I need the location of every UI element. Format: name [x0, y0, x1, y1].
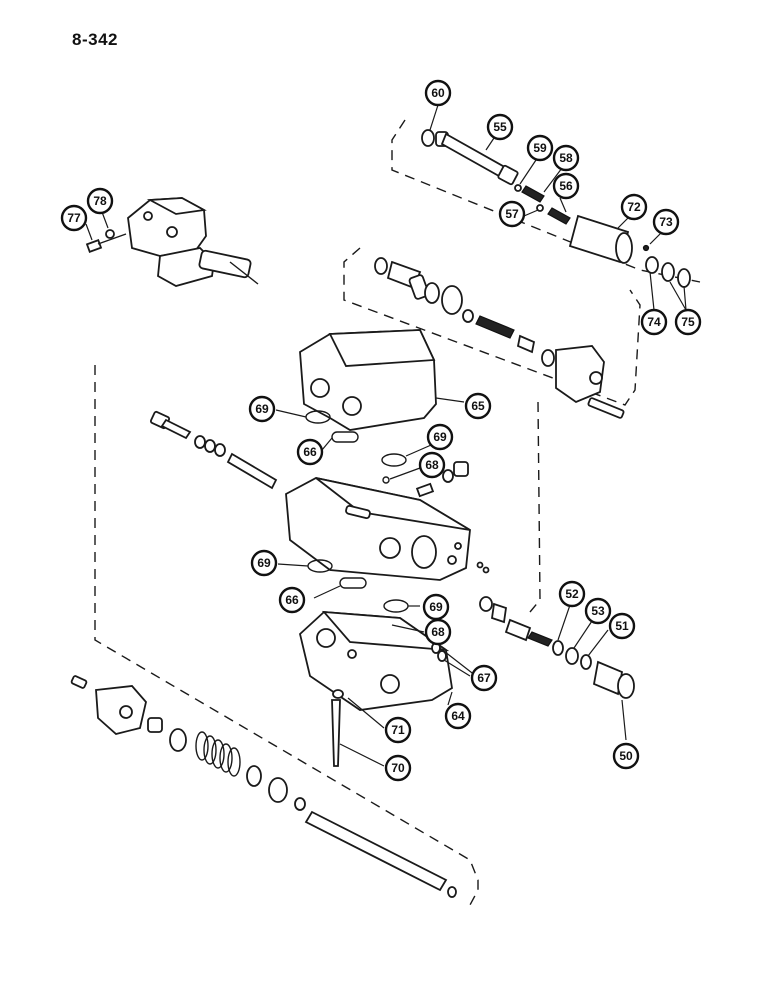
callout-69-b: 69 — [426, 423, 454, 451]
svg-text:74: 74 — [647, 315, 661, 329]
callout-60: 60 — [424, 79, 452, 107]
callout-59: 59 — [526, 134, 554, 162]
callout-74: 74 — [640, 308, 668, 336]
callout-65: 65 — [464, 392, 492, 420]
svg-text:59: 59 — [533, 141, 547, 155]
svg-text:72: 72 — [627, 200, 641, 214]
main-valve-body — [285, 477, 490, 581]
valve-cover-65 — [299, 329, 437, 431]
svg-text:60: 60 — [431, 86, 445, 100]
callout-73: 73 — [652, 208, 680, 236]
svg-text:55: 55 — [493, 120, 507, 134]
group-outline-middle — [343, 247, 641, 406]
svg-text:70: 70 — [391, 761, 405, 775]
svg-text:50: 50 — [619, 749, 633, 763]
svg-text:52: 52 — [565, 587, 579, 601]
callout-78: 78 — [86, 187, 114, 215]
svg-text:66: 66 — [303, 445, 317, 459]
callout-51: 51 — [608, 612, 636, 640]
svg-text:75: 75 — [681, 315, 695, 329]
callout-64: 64 — [444, 702, 472, 730]
base-plate-64 — [299, 610, 453, 767]
svg-text:68: 68 — [431, 625, 445, 639]
callout-69-d: 69 — [422, 593, 450, 621]
top-spool-group — [421, 129, 691, 288]
callout-53: 53 — [584, 597, 612, 625]
svg-text:64: 64 — [451, 709, 465, 723]
svg-text:71: 71 — [391, 723, 405, 737]
svg-text:66: 66 — [285, 593, 299, 607]
svg-text:69: 69 — [257, 556, 271, 570]
right-plunger-parts — [479, 596, 635, 699]
svg-text:69: 69 — [255, 402, 269, 416]
callout-67: 67 — [470, 664, 498, 692]
bottom-spool-group — [70, 675, 457, 898]
group-outline-large-right — [529, 401, 541, 613]
plug-parts — [415, 461, 469, 498]
svg-text:69: 69 — [429, 600, 443, 614]
callout-68-a: 68 — [418, 451, 446, 479]
left-small-parts — [149, 410, 278, 490]
callout-58: 58 — [552, 144, 580, 172]
svg-text:68: 68 — [425, 458, 439, 472]
callout-56: 56 — [552, 172, 580, 200]
group-outline-top — [391, 119, 701, 283]
assembled-valve-inset — [85, 197, 259, 287]
svg-text:77: 77 — [67, 211, 81, 225]
leader-lines — [85, 104, 687, 767]
coil-spring — [195, 731, 241, 777]
callout-72: 72 — [620, 193, 648, 221]
callout-71: 71 — [384, 716, 412, 744]
callout-77: 77 — [60, 204, 88, 232]
callout-55: 55 — [486, 113, 514, 141]
svg-text:73: 73 — [659, 215, 673, 229]
callout-75: 75 — [674, 308, 702, 336]
callout-70: 70 — [384, 754, 412, 782]
callout-50: 50 — [612, 742, 640, 770]
svg-text:51: 51 — [615, 619, 629, 633]
svg-text:57: 57 — [505, 207, 519, 221]
svg-text:67: 67 — [477, 671, 491, 685]
svg-text:65: 65 — [471, 399, 485, 413]
callout-68-b: 68 — [424, 618, 452, 646]
callout-69-a: 69 — [248, 395, 276, 423]
svg-text:56: 56 — [559, 179, 573, 193]
svg-text:58: 58 — [559, 151, 573, 165]
callout-57: 57 — [498, 200, 526, 228]
svg-text:69: 69 — [433, 430, 447, 444]
svg-text:78: 78 — [93, 194, 107, 208]
page-number: 8-342 — [72, 30, 118, 49]
callout-69-c: 69 — [250, 549, 278, 577]
callout-66-b: 66 — [278, 586, 306, 614]
svg-text:53: 53 — [591, 604, 605, 618]
callout-52: 52 — [558, 580, 586, 608]
callout-66-a: 66 — [296, 438, 324, 466]
middle-row-group — [374, 257, 625, 419]
group-outline-large — [94, 365, 479, 906]
